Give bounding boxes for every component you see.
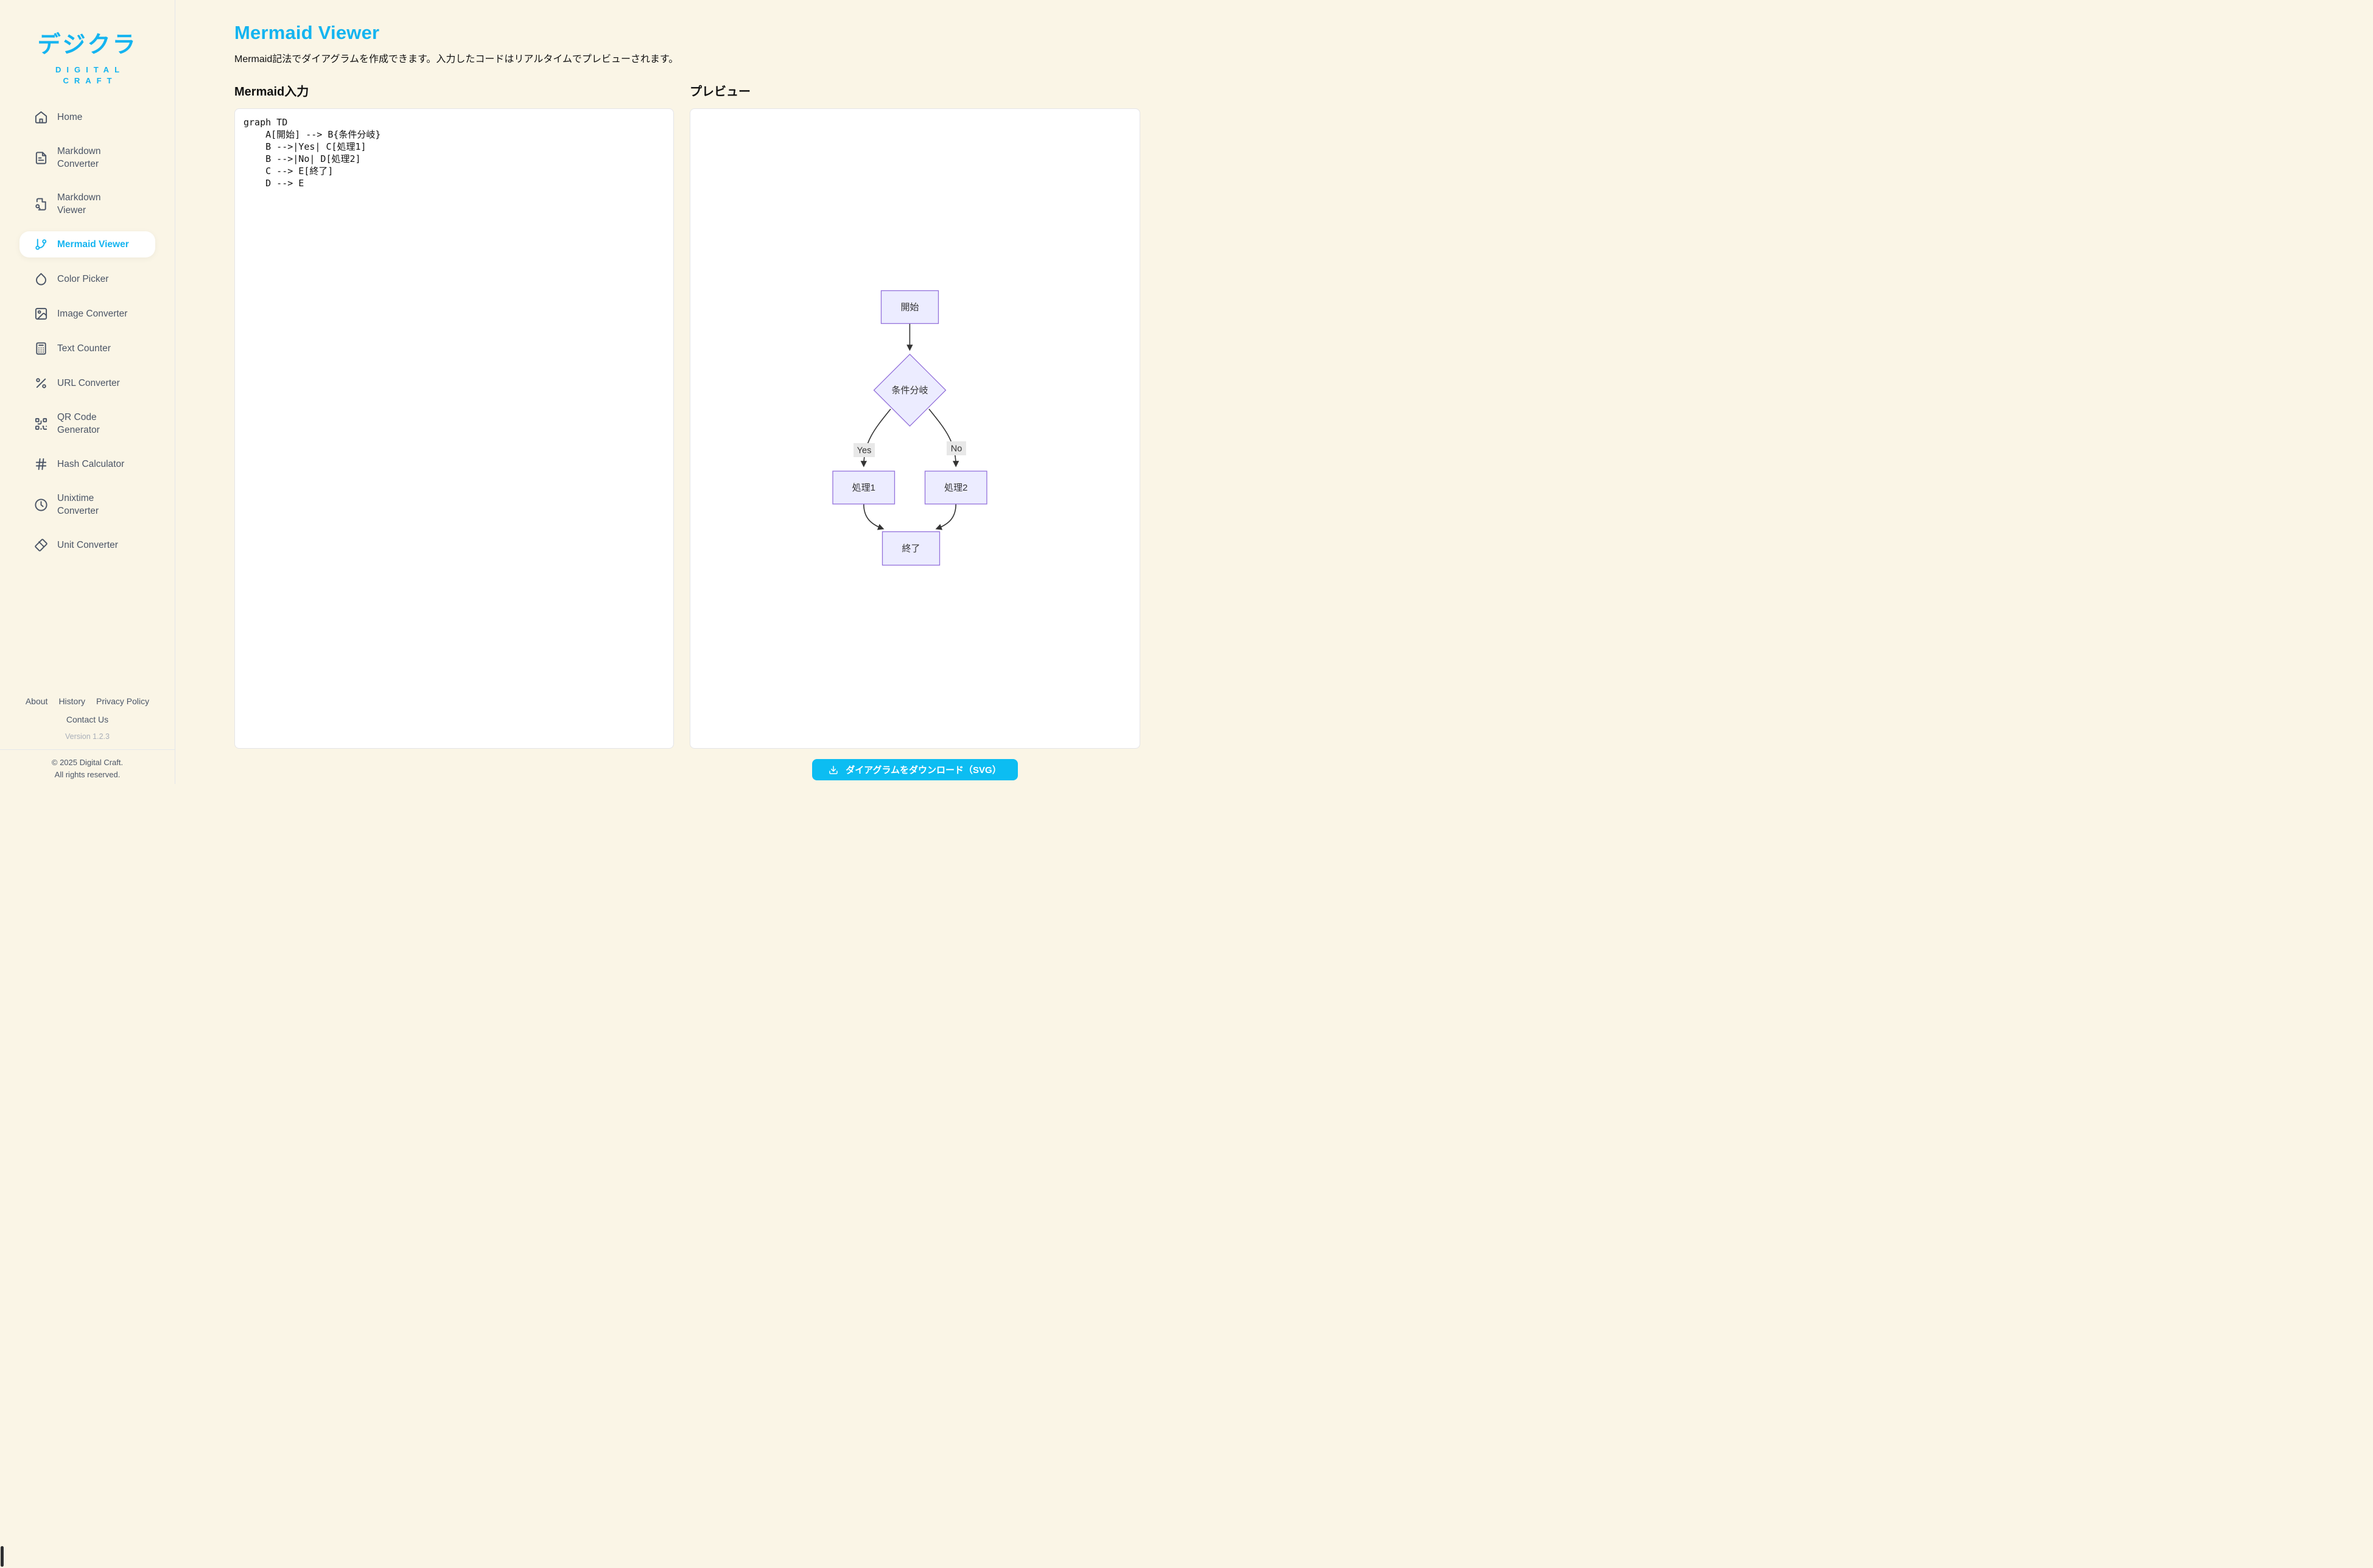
sidebar-item-color-picker[interactable]: Color Picker [19, 266, 155, 292]
node-branch [873, 354, 947, 427]
page-subtitle: Mermaid記法でダイアグラムを作成できます。入力したコードはリアルタイムでプ… [234, 54, 679, 65]
edge-label-bg-no [947, 441, 966, 455]
preview-section: プレビュー [690, 82, 1140, 780]
sidebar-item-label: Markdown Converter [57, 146, 101, 170]
sidebar-item-unit-converter[interactable]: Unit Converter [19, 532, 155, 558]
mermaid-code-text: graph TD A[開始] --> B{条件分岐} B -->|Yes| C[… [244, 117, 381, 189]
download-button-label: ダイアグラムをダウンロード（SVG） [846, 765, 1001, 775]
preview-heading: プレビュー [690, 85, 751, 99]
sidebar-nav: Home Markdown Converter Markdown Viewer … [19, 104, 155, 558]
footer-link-contact-us[interactable]: Contact Us [66, 715, 109, 724]
version-label: Version 1.2.3 [65, 732, 110, 741]
edge-branch-to-process2 [928, 408, 959, 467]
sidebar: デジクラ DIGITAL CRAFT Home Markdown Convert… [0, 0, 175, 784]
sidebar-item-label: URL Converter [57, 378, 120, 389]
sidebar-item-label: Text Counter [57, 343, 111, 354]
logo-subtitle-line1: DIGITAL [55, 65, 125, 74]
node-process1 [832, 471, 896, 505]
input-heading: Mermaid入力 [234, 85, 309, 99]
file-text-icon [34, 151, 48, 165]
footer-link-history[interactable]: History [58, 696, 85, 706]
edge-branch-to-process1 [860, 408, 891, 467]
footer-link-about[interactable]: About [25, 696, 48, 706]
node-process1-label: 処理1 [852, 483, 875, 493]
droplet-icon [34, 272, 48, 286]
sidebar-item-label: Unit Converter [57, 540, 118, 551]
git-branch-icon [34, 237, 48, 251]
copyright-line2: All rights reserved. [54, 769, 121, 779]
percent-icon [34, 376, 48, 390]
mermaid-preview: Yes No 開始 条件分岐 処理1 [690, 108, 1140, 749]
footer-links: About History Privacy Policy [0, 696, 175, 706]
sidebar-item-markdown-viewer[interactable]: Markdown Viewer [19, 185, 155, 223]
file-search-icon [34, 197, 48, 211]
node-process2-label: 処理2 [944, 483, 967, 493]
sidebar-item-mermaid-viewer[interactable]: Mermaid Viewer [19, 231, 155, 258]
home-icon [34, 110, 48, 124]
ruler-icon [34, 538, 48, 552]
sidebar-item-label: Unixtime Converter [57, 493, 99, 517]
node-branch-label: 条件分岐 [891, 385, 928, 396]
node-end [882, 531, 941, 566]
sidebar-item-label: QR Code Generator [57, 412, 100, 436]
edge-process2-to-end [935, 503, 956, 530]
footer-divider [0, 749, 175, 750]
sidebar-item-label: Hash Calculator [57, 459, 125, 470]
edge-labels: Yes No [854, 441, 966, 457]
sidebar-item-label: Image Converter [57, 309, 128, 320]
sidebar-item-qr-code-generator[interactable]: QR Code Generator [19, 405, 155, 443]
node-start [880, 290, 939, 324]
edge-label-yes: Yes [857, 446, 872, 456]
hash-icon [34, 457, 48, 471]
sidebar-item-label: Mermaid Viewer [57, 239, 129, 250]
diagram-nodes: 開始 条件分岐 処理1 処理2 終了 [832, 290, 987, 566]
scrollbar-thumb[interactable] [1, 1546, 4, 1567]
mermaid-input-section: Mermaid入力 graph TD A[開始] --> B{条件分岐} B -… [234, 82, 674, 780]
main-content: Mermaid Viewer Mermaid記法でダイアグラムを作成できます。入… [175, 0, 1186, 784]
edge-process1-to-end [863, 503, 885, 530]
edge-label-bg-yes [854, 443, 875, 457]
download-icon [829, 765, 838, 775]
sidebar-item-markdown-converter[interactable]: Markdown Converter [19, 139, 155, 177]
sidebar-item-image-converter[interactable]: Image Converter [19, 301, 155, 327]
image-icon [34, 307, 48, 321]
sidebar-item-text-counter[interactable]: Text Counter [19, 335, 155, 362]
node-start-label: 開始 [900, 303, 919, 313]
logo-text: デジクラ [37, 32, 138, 58]
footer-link-privacy-policy[interactable]: Privacy Policy [96, 696, 150, 706]
sidebar-item-unixtime-converter[interactable]: Unixtime Converter [19, 486, 155, 523]
calculator-icon [34, 341, 48, 355]
sidebar-item-hash-calculator[interactable]: Hash Calculator [19, 451, 155, 477]
logo[interactable]: デジクラ DIGITAL CRAFT [0, 26, 175, 86]
qr-code-icon [34, 417, 48, 431]
sidebar-item-home[interactable]: Home [19, 104, 155, 130]
page-title: Mermaid Viewer [234, 22, 380, 43]
logo-subtitle-line2: CRAFT [63, 75, 117, 85]
sidebar-item-label: Markdown Viewer [57, 192, 101, 216]
logo-subtitle: DIGITAL CRAFT [0, 65, 175, 86]
node-end-label: 終了 [902, 544, 920, 554]
app-root: デジクラ DIGITAL CRAFT Home Markdown Convert… [0, 0, 1186, 784]
flowchart-diagram: Yes No 開始 条件分岐 処理1 [832, 290, 987, 566]
edge-label-no: No [951, 444, 962, 454]
node-process2 [924, 471, 987, 505]
download-svg-button[interactable]: ダイアグラムをダウンロード（SVG） [812, 759, 1018, 780]
copyright: © 2025 Digital Craft. All rights reserve… [0, 750, 175, 784]
clock-icon [34, 498, 48, 512]
sidebar-item-label: Color Picker [57, 274, 109, 285]
sidebar-item-label: Home [57, 112, 83, 123]
copyright-line1: © 2025 Digital Craft. [51, 758, 124, 767]
mermaid-code-input[interactable]: graph TD A[開始] --> B{条件分岐} B -->|Yes| C[… [234, 108, 674, 749]
sidebar-footer: About History Privacy Policy Contact Us … [0, 696, 175, 784]
sidebar-item-url-converter[interactable]: URL Converter [19, 370, 155, 396]
diagram-edges [860, 323, 959, 530]
